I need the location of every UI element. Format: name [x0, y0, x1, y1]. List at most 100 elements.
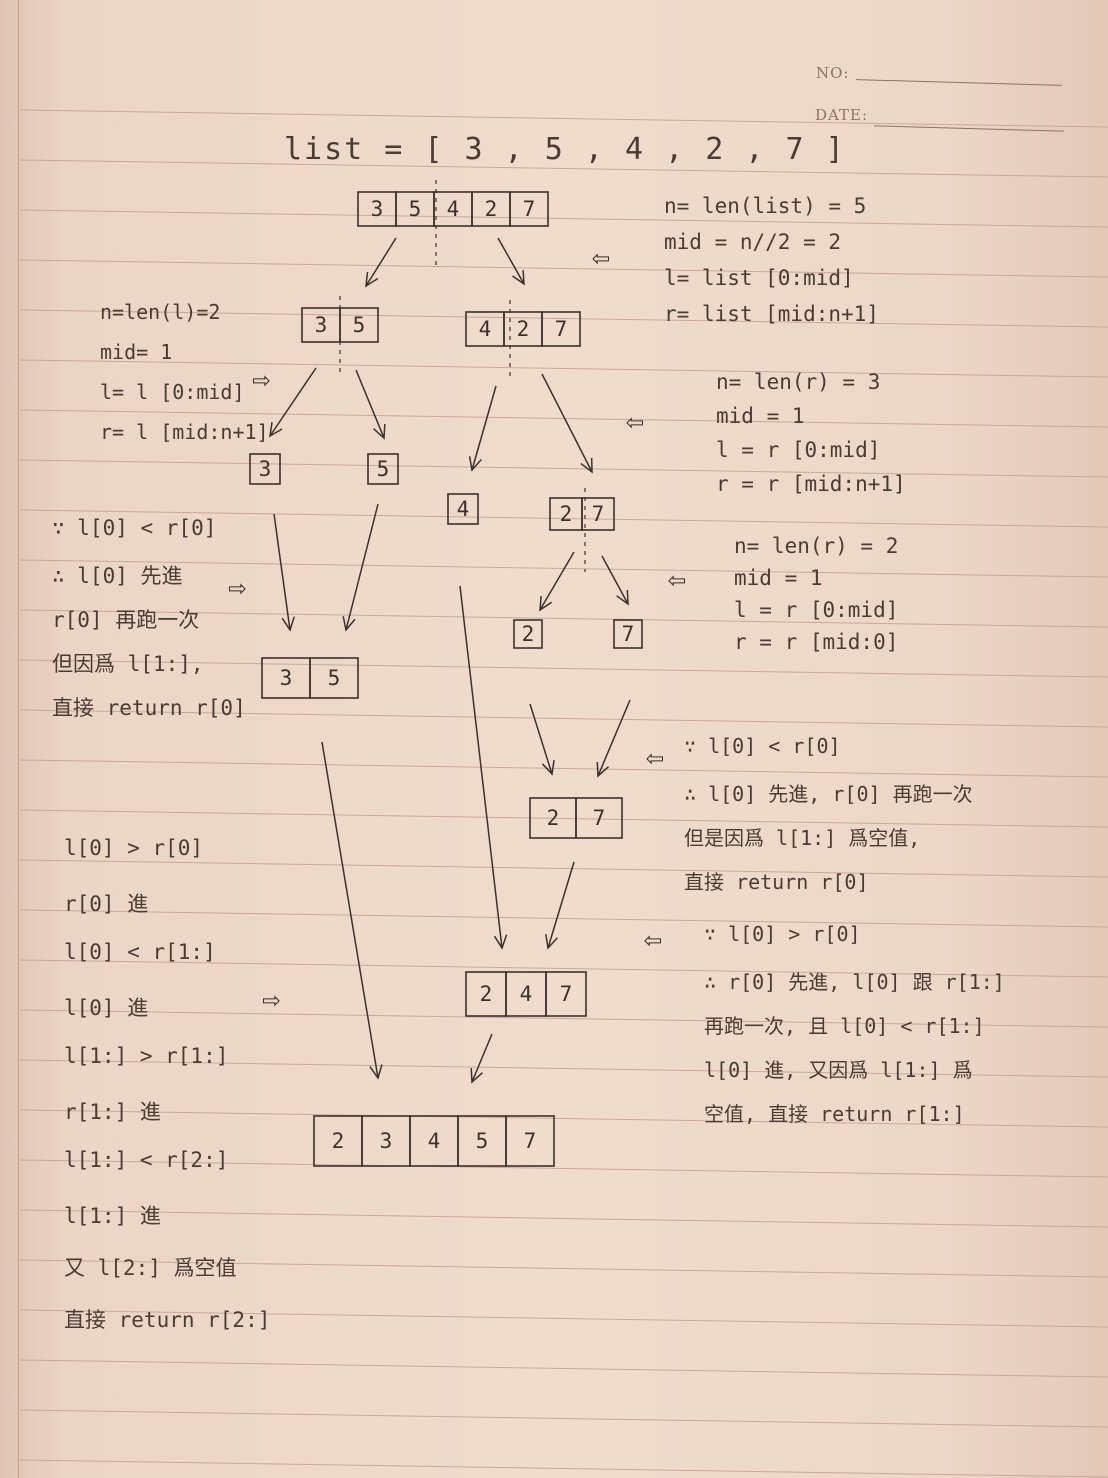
note-line: r = r [mid:n+1] [716, 472, 906, 496]
arrow-head [539, 595, 553, 612]
list-final-sorted: 2 3 4 5 7 [313, 1115, 555, 1167]
note-line: ∵ l[0] > r[0] [704, 922, 861, 946]
list-cell [249, 453, 281, 485]
list-cell-value: 7 [524, 1129, 537, 1153]
date-label: DATE: [815, 106, 869, 124]
list-single-4: 4 [447, 493, 479, 525]
list-cell [513, 619, 543, 649]
list-cell [541, 311, 581, 347]
note-line: mid = n//2 = 2 [664, 230, 842, 254]
note-line: l[0] > r[0] [64, 836, 204, 860]
note-line: 直接 return r[0] [684, 870, 869, 894]
arrow-left-icon: ⇦ [626, 404, 645, 439]
note-line: ∴ l[0] 先進, r[0] 再跑一次 [684, 782, 973, 806]
arrow-head [470, 1067, 483, 1084]
note-line: r= list [mid:n+1] [664, 302, 879, 326]
arrow-head [281, 616, 296, 632]
list-cell-value: 7 [560, 982, 573, 1006]
list-cell-value: 3 [259, 457, 272, 481]
note-line: ∵ l[0] < r[0] [52, 516, 217, 540]
note-line: mid = 1 [716, 404, 805, 428]
arrow-head [541, 760, 555, 776]
note-line: 但是因爲 l[1:] 爲空值, [684, 826, 921, 850]
arrow-head [342, 616, 356, 632]
note-line: l[0] 進, 又因爲 l[1:] 爲 [704, 1058, 973, 1082]
list-cell-value: 7 [592, 502, 605, 526]
arrow-line [601, 555, 629, 605]
arrow-left-icon: ⇦ [668, 562, 687, 597]
note-line: l= list [0:mid] [664, 266, 854, 290]
arrow-line [597, 699, 631, 777]
note-line: l[0] < r[1:] [64, 940, 216, 964]
list-cell-value: 4 [479, 317, 492, 341]
note-line: r = r [mid:0] [734, 630, 899, 654]
arrow-line [269, 367, 317, 437]
page-title: list = [ 3 , 5 , 4 , 2 , 7 ] [284, 132, 846, 167]
list-cell-value: 4 [520, 982, 533, 1006]
list-cell-value: 2 [480, 982, 493, 1006]
list-cell-value: 2 [560, 502, 573, 526]
list-cell-value: 5 [328, 666, 341, 690]
no-label: NO: [816, 64, 850, 82]
note-line: ∴ r[0] 先進, l[0] 跟 r[1:] [704, 970, 1005, 994]
arrow-head [580, 457, 593, 474]
note-line: l = r [0:mid] [734, 598, 899, 622]
list-cell-value: 4 [457, 497, 470, 521]
note-line: r[0] 進 [64, 892, 149, 916]
note-line: mid = 1 [734, 566, 823, 590]
list-cell-value: 3 [380, 1129, 393, 1153]
note-line: r[0] 再跑一次 [52, 608, 200, 632]
arrow-right-icon: ⇨ [228, 570, 247, 605]
list-cell [447, 493, 479, 525]
list-cell-value: 4 [428, 1129, 441, 1153]
list-cell-value: 5 [476, 1129, 489, 1153]
list-cell-value: 2 [547, 806, 560, 830]
note-line: n= len(r) = 3 [716, 370, 881, 394]
arrow-head [369, 1064, 383, 1080]
list-cell-value: 5 [353, 313, 366, 337]
arrow-right-icon: ⇨ [262, 982, 281, 1017]
arrow-head [545, 934, 559, 950]
list-cell [509, 191, 549, 227]
note-line: r= l [mid:n+1] [100, 420, 269, 444]
note-line: ∴ l[0] 先進 [52, 564, 183, 588]
list-cell [367, 453, 399, 485]
list-cell-value: 4 [447, 197, 460, 221]
arrow-head [596, 761, 610, 778]
arrow-head [269, 422, 283, 438]
arrow-line [539, 551, 575, 611]
note-line: l = r [0:mid] [716, 438, 881, 462]
note-line: n= len(list) = 5 [664, 194, 867, 218]
list-right-half: 4 2 7 [465, 311, 581, 347]
note-line: r[1:] 進 [64, 1100, 161, 1124]
note-line: 再跑一次, 且 l[0] < r[1:] [704, 1014, 985, 1038]
arrow-line [355, 369, 385, 439]
arrow-left-icon: ⇦ [592, 240, 611, 275]
list-cell-value: 3 [280, 666, 293, 690]
arrow-line [471, 1033, 493, 1083]
note-line: mid= 1 [100, 340, 173, 364]
list-cell-value: 2 [485, 197, 498, 221]
list-cell [613, 619, 643, 649]
list-cell-value: 2 [517, 317, 530, 341]
list-cell-value: 7 [593, 806, 606, 830]
list-cell-value: 3 [371, 197, 384, 221]
note-line: l[1:] < r[2:] [64, 1148, 229, 1172]
arrow-head [493, 934, 508, 950]
arrow-line [321, 741, 379, 1079]
arrow-right-icon: ⇨ [252, 362, 271, 397]
arrow-line [541, 373, 593, 473]
list-cell-value: 7 [555, 317, 568, 341]
list-merged-247: 2 4 7 [465, 971, 587, 1017]
list-cell [581, 497, 615, 531]
list-cell-value: 5 [409, 197, 422, 221]
list-cell [309, 657, 359, 699]
arrow-head [365, 272, 379, 288]
list-cell-value: 2 [332, 1129, 345, 1153]
note-line: 但因爲 l[1:], [52, 652, 204, 676]
arrow-head [373, 423, 386, 440]
